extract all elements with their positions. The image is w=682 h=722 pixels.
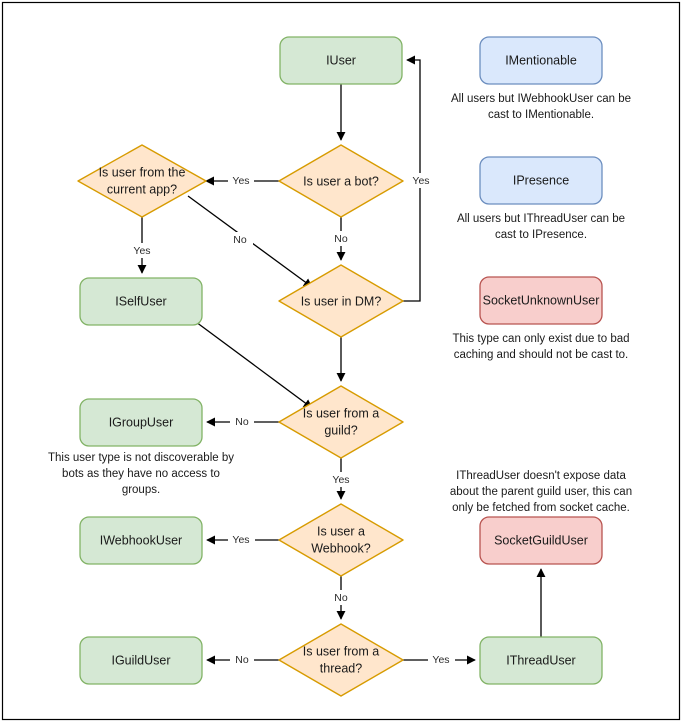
caption-socketunknownuser-line1: This type can only exist due to bad: [452, 333, 629, 345]
edge-is-dm-yes-to-iuser: Yes: [403, 55, 434, 302]
edge-label-bot-no: No: [334, 233, 348, 245]
node-is-bot-shape[interactable]: [278, 144, 404, 218]
node-is-current-app-shape[interactable]: [77, 144, 207, 218]
edge-label-current-app-yes: Yes: [133, 245, 150, 257]
node-ithreaduser-label: IThreadUser: [506, 653, 575, 667]
edge-is-bot-no-to-is-dm: No: [329, 217, 353, 261]
caption-igroupuser-line1: This user type is not discoverable by: [48, 452, 234, 464]
node-is-from-thread-shape[interactable]: [278, 623, 404, 697]
node-iguilduser-shape[interactable]: [79, 636, 203, 685]
node-is-webhook[interactable]: Is user a Webhook?: [278, 503, 404, 577]
node-socketguilduser-shape[interactable]: [479, 516, 603, 565]
node-is-webhook-shape[interactable]: [278, 503, 404, 577]
node-is-bot[interactable]: Is user a bot?: [278, 144, 404, 218]
node-ipresence-label: IPresence: [513, 173, 569, 187]
node-iuser-shape[interactable]: [279, 36, 403, 85]
node-is-from-thread-label-line2: thread?: [320, 661, 362, 675]
node-is-current-app-label-line2: current app?: [107, 182, 177, 196]
node-iguilduser-label: IGuildUser: [111, 653, 170, 667]
edge-is-guild-yes-to-is-webhook: Yes: [328, 458, 355, 500]
node-iwebhookuser[interactable]: IWebhookUser: [79, 516, 203, 565]
edge-label-thread-no: No: [235, 654, 249, 666]
node-socketguilduser[interactable]: SocketGuildUser: [479, 516, 603, 565]
node-ithreaduser[interactable]: IThreadUser: [479, 636, 603, 685]
edge-is-bot-yes-to-current-app: Yes: [205, 173, 279, 188]
edge-label-guild-no: No: [235, 416, 249, 428]
node-imentionable-shape[interactable]: [479, 36, 603, 85]
edge-is-webhook-yes-to-iwebhookuser: Yes: [206, 533, 279, 548]
node-is-in-dm-label: Is user in DM?: [301, 294, 382, 308]
node-is-bot-label: Is user a bot?: [303, 174, 379, 188]
node-is-in-dm[interactable]: Is user in DM?: [278, 264, 404, 338]
caption-imentionable-line1: All users but IWebhookUser can be: [451, 93, 631, 105]
edge-is-thread-no-to-iguilduser: No: [206, 653, 279, 668]
node-iselfuser-label: ISelfUser: [115, 294, 166, 308]
node-iwebhookuser-label: IWebhookUser: [100, 533, 182, 547]
node-iuser[interactable]: IUser: [279, 36, 403, 85]
edge-label-guild-yes: Yes: [332, 474, 349, 486]
node-is-from-guild-shape[interactable]: [278, 385, 404, 459]
node-igroupuser[interactable]: IGroupUser: [79, 398, 203, 447]
node-iuser-label: IUser: [326, 53, 356, 67]
caption-imentionable-line2: cast to IMentionable.: [488, 109, 594, 121]
edge-label-thread-yes: Yes: [432, 654, 449, 666]
caption-socketguilduser: IThreadUser doesn't expose data about th…: [450, 470, 632, 514]
caption-socketunknownuser-line2: caching and should not be cast to.: [454, 349, 629, 361]
node-igroupuser-shape[interactable]: [79, 398, 203, 447]
edge-is-guild-no-to-igroupuser: No: [206, 415, 279, 430]
node-imentionable-label: IMentionable: [505, 53, 577, 67]
edge-current-app-yes-to-iselfuser: Yes: [129, 217, 156, 274]
node-is-from-thread[interactable]: Is user from a thread?: [278, 623, 404, 697]
node-is-webhook-label-line2: Webhook?: [311, 541, 371, 555]
node-socketguilduser-label: SocketGuildUser: [494, 533, 588, 547]
caption-socketguilduser-line1: IThreadUser doesn't expose data: [456, 470, 626, 482]
edge-current-app-no-to-is-dm: No: [187, 195, 313, 288]
node-socketunknownuser-label: SocketUnknownUser: [483, 293, 600, 307]
node-is-webhook-label-line1: Is user a: [317, 524, 365, 538]
node-is-in-dm-shape[interactable]: [278, 264, 404, 338]
node-is-current-app-label-line1: Is user from the: [99, 165, 186, 179]
caption-ipresence-line1: All users but IThreadUser can be: [457, 213, 625, 225]
node-is-current-app[interactable]: Is user from the current app?: [77, 144, 207, 218]
caption-imentionable: All users but IWebhookUser can be cast t…: [451, 93, 631, 121]
edge-label-webhook-no: No: [334, 592, 348, 604]
caption-socketunknownuser: This type can only exist due to bad cach…: [452, 333, 629, 361]
node-is-from-guild[interactable]: Is user from a guild?: [278, 385, 404, 459]
edge-label-bot-yes: Yes: [232, 175, 249, 187]
node-ipresence[interactable]: IPresence: [479, 156, 603, 205]
caption-igroupuser: This user type is not discoverable by bo…: [48, 452, 234, 496]
caption-igroupuser-line2: bots as they have no access to: [62, 468, 220, 480]
node-iselfuser-shape[interactable]: [79, 277, 203, 326]
node-iselfuser[interactable]: ISelfUser: [79, 277, 203, 326]
edge-label-dm-yes: Yes: [412, 175, 429, 187]
caption-igroupuser-line3: groups.: [122, 484, 160, 496]
node-is-from-thread-label-line1: Is user from a: [303, 644, 379, 658]
edge-is-thread-yes-to-ithreaduser: Yes: [403, 653, 476, 668]
node-iguilduser[interactable]: IGuildUser: [79, 636, 203, 685]
edge-label-webhook-yes: Yes: [232, 534, 249, 546]
node-iwebhookuser-shape[interactable]: [79, 516, 203, 565]
node-is-from-guild-label-line2: guild?: [324, 423, 357, 437]
node-socketunknownuser[interactable]: SocketUnknownUser: [479, 276, 603, 325]
node-ipresence-shape[interactable]: [479, 156, 603, 205]
node-socketunknownuser-shape[interactable]: [479, 276, 603, 325]
node-imentionable[interactable]: IMentionable: [479, 36, 603, 85]
edge-label-current-app-no: No: [233, 234, 247, 246]
node-ithreaduser-shape[interactable]: [479, 636, 603, 685]
caption-ipresence: All users but IThreadUser can be cast to…: [457, 213, 625, 241]
edge-iselfuser-to-is-guild: [195, 321, 313, 409]
edge-is-webhook-no-to-is-thread: No: [329, 576, 353, 620]
caption-ipresence-line2: cast to IPresence.: [495, 229, 587, 241]
node-igroupuser-label: IGroupUser: [109, 415, 174, 429]
caption-socketguilduser-line2: about the parent guild user, this can: [450, 486, 632, 498]
node-is-from-guild-label-line1: Is user from a: [303, 406, 379, 420]
caption-socketguilduser-line3: only be fetched from socket cache.: [452, 502, 630, 514]
